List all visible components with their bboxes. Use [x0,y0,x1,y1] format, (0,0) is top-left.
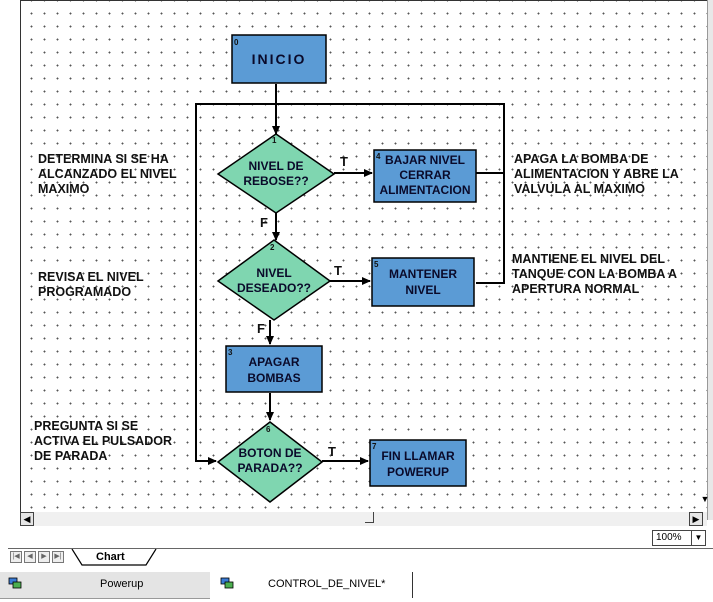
note-bajar-nivel: APAGA LA BOMBA DE ALIMENTACION Y ABRE LA… [514,152,679,196]
zoom-select[interactable]: 100% ▼ [652,530,706,546]
node-0[interactable]: 0 INICIO [231,34,327,84]
svg-text:ALIMENTACION: ALIMENTACION [379,183,470,197]
edge-label-true-1: T [340,154,348,169]
taskbar-item-label: CONTROL_DE_NIVEL* [268,578,386,590]
taskbar-item-control-de-nivel[interactable]: CONTROL_DE_NIVEL* [212,572,413,598]
first-sheet-icon[interactable]: |◀ [10,551,22,563]
node-2[interactable]: 2 NIVEL DESEADO?? [216,239,332,321]
scroll-right-icon[interactable]: ▶ [689,512,703,526]
sheet-tab-outline [71,549,157,566]
tab-chart[interactable]: Chart [96,551,125,563]
taskbar-item-powerup[interactable]: Powerup [0,572,210,599]
node-5[interactable]: 5 MANTENER NIVEL [371,257,475,307]
zoom-value: 100% [656,532,682,543]
svg-text:7: 7 [372,442,377,451]
svg-text:5: 5 [374,260,379,269]
scroll-down-icon[interactable]: ▼ [700,494,710,504]
horizontal-scrollbar[interactable]: ◀ ▶ [20,512,707,526]
node-7[interactable]: 7 FIN LLAMAR POWERUP [369,439,467,487]
svg-text:BOMBAS: BOMBAS [247,371,300,385]
edge-loop-right [476,172,505,284]
svg-text:REBOSE??: REBOSE?? [243,174,308,188]
next-sheet-icon[interactable]: ▶ [38,551,50,563]
svg-text:PARADA??: PARADA?? [237,461,302,475]
program-icon [220,577,234,589]
edge-label-false-2: F [257,321,265,336]
svg-text:2: 2 [270,243,275,252]
taskbar-item-label: Powerup [100,578,144,590]
svg-text:BOTON DE: BOTON DE [238,446,301,460]
edge-label-true-2: T [334,263,342,278]
svg-text:6: 6 [266,425,271,434]
svg-text:3: 3 [228,348,233,357]
node-3[interactable]: 3 APAGAR BOMBAS [225,345,323,393]
scroll-thumb[interactable] [365,512,374,523]
svg-text:POWERUP: POWERUP [387,465,449,479]
svg-text:INICIO: INICIO [252,51,307,67]
chevron-down-icon[interactable]: ▼ [691,531,705,545]
note-nivel: REVISA EL NIVEL PROGRAMADO [38,270,144,299]
node-6[interactable]: 6 BOTON DE PARADA?? [216,421,324,503]
svg-text:NIVEL: NIVEL [256,266,291,280]
svg-text:BAJAR NIVEL: BAJAR NIVEL [385,153,465,167]
prev-sheet-icon[interactable]: ◀ [24,551,36,563]
note-rebose: DETERMINA SI SE HA ALCANZADO EL NIVEL MA… [38,152,177,196]
scroll-left-icon[interactable]: ◀ [20,512,34,526]
svg-text:NIVEL: NIVEL [405,283,440,297]
edge-label-true-3: T [328,444,336,459]
taskbar: Powerup CONTROL_DE_NIVEL* [0,570,713,602]
svg-text:NIVEL DE: NIVEL DE [248,159,303,173]
svg-text:0: 0 [234,38,239,47]
node-4[interactable]: 4 BAJAR NIVEL CERRAR ALIMENTACION [373,149,477,203]
note-parada: PREGUNTA SI SE ACTIVA EL PULSADOR DE PAR… [34,419,172,463]
node-1[interactable]: 1 NIVEL DE REBOSE?? [216,133,336,214]
svg-text:4: 4 [376,152,381,161]
edge-label-false-1: F [260,215,268,230]
flowchart: 0 INICIO 1 NIVEL DE REBOSE?? 4 BAJAR NIV… [195,34,505,503]
svg-text:APAGAR: APAGAR [248,355,299,369]
svg-text:FIN LLAMAR: FIN LLAMAR [381,449,455,463]
sheet-tab-bar: |◀ ◀ ▶ ▶| Chart [8,548,713,567]
svg-text:1: 1 [272,136,277,145]
last-sheet-icon[interactable]: ▶| [52,551,64,563]
program-icon [8,577,22,589]
svg-text:CERRAR: CERRAR [399,168,451,182]
svg-text:MANTENER: MANTENER [389,267,457,281]
edge-loop-top [276,103,505,173]
note-mantener: MANTIENE EL NIVEL DEL TANQUE CON LA BOMB… [512,252,678,296]
edge-loop-left [195,103,276,465]
chart-canvas[interactable] [20,0,708,513]
vertical-scrollbar[interactable] [707,0,713,520]
svg-text:DESEADO??: DESEADO?? [237,281,311,295]
